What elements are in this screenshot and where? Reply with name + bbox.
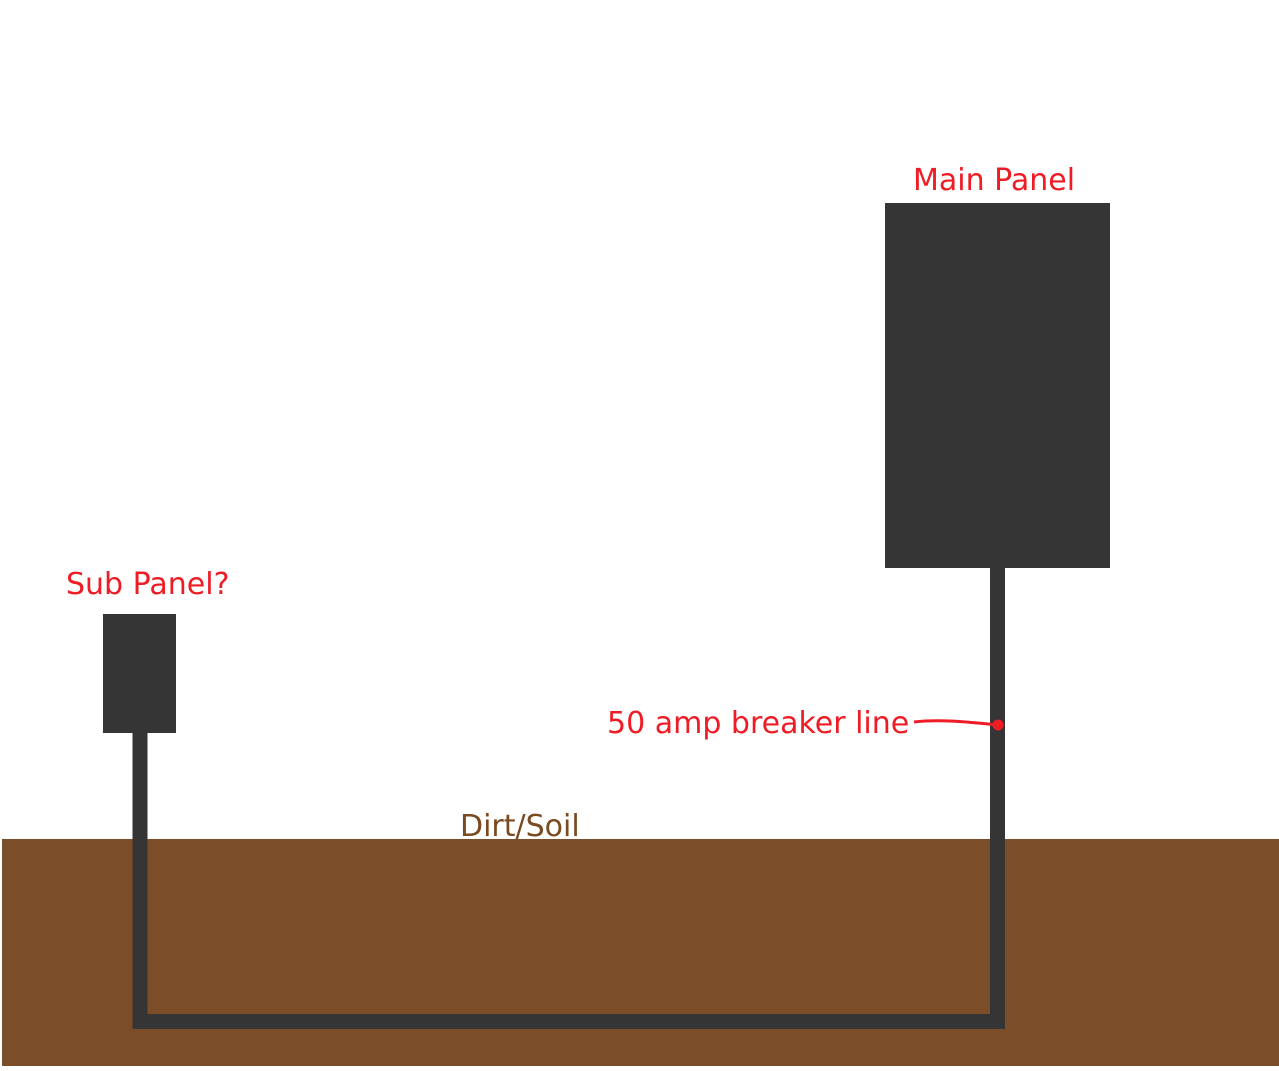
- breaker-line-leader: [913, 719, 999, 727]
- underground-wire-run: [132, 568, 1005, 1029]
- main-panel-label: Main Panel: [913, 163, 1076, 198]
- main-panel-box: [885, 203, 1110, 568]
- sub-panel-label: Sub Panel?: [66, 567, 230, 602]
- soil-ground: [2, 839, 1279, 1066]
- breaker-line-marker-dot: [992, 719, 1004, 731]
- soil-label: Dirt/Soil: [460, 809, 580, 844]
- sub-panel-box: [103, 614, 176, 733]
- breaker-line-label: 50 amp breaker line: [607, 706, 910, 741]
